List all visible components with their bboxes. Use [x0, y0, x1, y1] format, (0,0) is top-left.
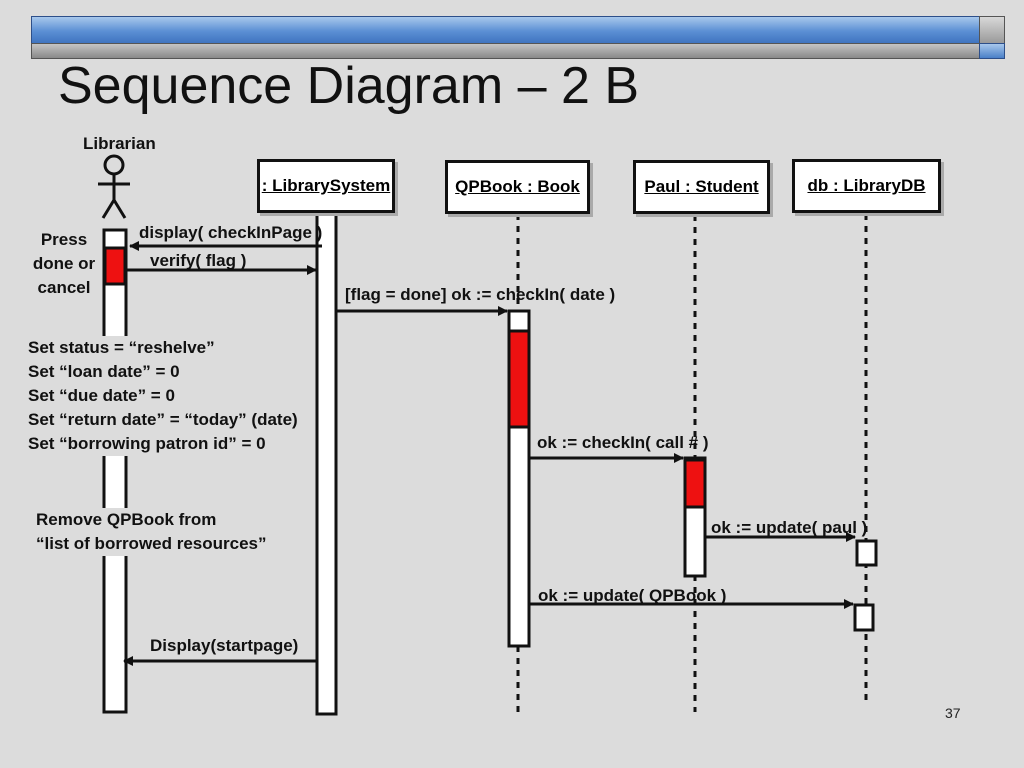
db-activation-1	[855, 539, 878, 567]
message-display-start: Display(startpage)	[150, 636, 299, 655]
db-activation-2	[853, 603, 875, 632]
note-press-line: Press	[40, 230, 88, 249]
note-set-status: Set status = “reshelve” Set “loan date” …	[28, 336, 304, 456]
note-press-line: cancel	[37, 278, 91, 297]
message-update-paul: ok := update( paul )	[711, 518, 868, 537]
lifeline-box-paul: Paul : Student	[633, 160, 770, 214]
actor-label: Librarian	[83, 134, 156, 153]
lifeline-box-qpbook: QPBook : Book	[445, 160, 590, 214]
librarian-activation-red	[103, 246, 127, 286]
actor-icon	[98, 154, 130, 219]
lifeline-label-qpbook: QPBook : Book	[455, 177, 580, 196]
note-press: Press done or cancel	[30, 228, 98, 300]
page-number: 37	[945, 705, 961, 721]
note-remove-line: “list of borrowed resources”	[36, 534, 267, 553]
message-update-qpbook: ok := update( QPBook )	[538, 586, 727, 605]
title-bar-corner-bottom	[979, 43, 1005, 59]
lifeline-label-paul: Paul : Student	[644, 177, 759, 196]
note-remove-line: Remove QPBook from	[36, 510, 217, 529]
lifeline-label-db: db : LibraryDB	[807, 176, 926, 195]
note-remove: Remove QPBook from “list of borrowed res…	[36, 508, 273, 556]
lifeline-box-db: db : LibraryDB	[792, 159, 941, 213]
librarysystem-activation	[315, 211, 338, 716]
message-display-checkin: display( checkInPage )	[139, 223, 323, 242]
qpbook-activation-red	[507, 329, 531, 429]
lifeline-box-librarysystem: : LibrarySystem	[257, 159, 395, 213]
note-set-status-line: Set “borrowing patron id” = 0	[28, 434, 266, 453]
librarian-activation	[102, 228, 128, 714]
paul-activation-red	[683, 458, 707, 509]
note-set-status-line: Set “return date” = “today” (date)	[28, 410, 298, 429]
note-set-status-line: Set “loan date” = 0	[28, 362, 180, 381]
slide-title: Sequence Diagram – 2 B	[58, 57, 640, 115]
note-set-status-line: Set “due date” = 0	[28, 386, 175, 405]
note-press-line: done or	[32, 254, 96, 273]
message-checkin-call: ok := checkIn( call # )	[537, 433, 709, 452]
message-verify-flag: verify( flag )	[150, 251, 247, 270]
message-checkin-date: [flag = done] ok := checkIn( date )	[345, 285, 616, 304]
lifeline-label-librarysystem: : LibrarySystem	[261, 176, 391, 195]
note-set-status-line: Set status = “reshelve”	[28, 338, 215, 357]
